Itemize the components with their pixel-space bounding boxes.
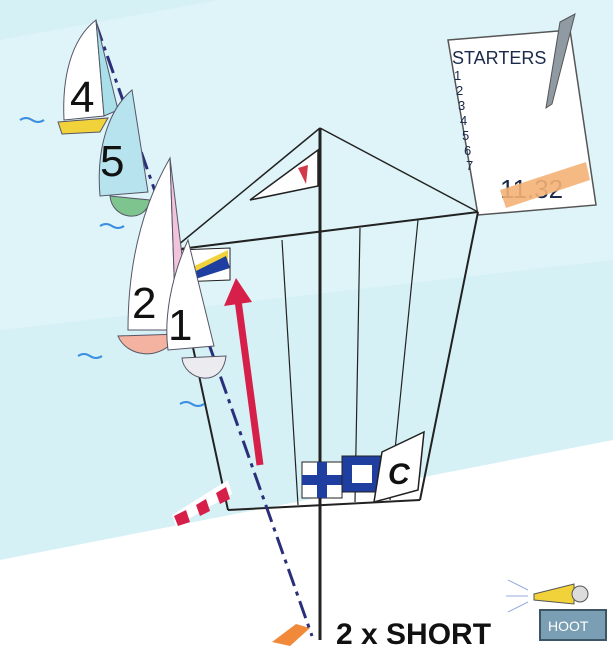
sheet-row-5: 5 [462, 128, 469, 143]
flag-c-letter: C [388, 458, 411, 491]
flag-cross-horizontal [302, 475, 342, 485]
sheet-title: STARTERS [452, 48, 546, 68]
sheet-row-3: 3 [458, 98, 465, 113]
sheet-row-4: 4 [460, 113, 467, 128]
sheet-row-7: 7 [466, 158, 473, 173]
sheet-row-6: 6 [464, 143, 471, 158]
sheet-row-1: 1 [454, 68, 461, 83]
boat-2-number: 2 [132, 279, 156, 328]
sheet-row-2: 2 [456, 83, 463, 98]
horn-valve [572, 586, 588, 602]
hoot-label: HOOT [548, 618, 589, 634]
flag-square-center [352, 465, 372, 483]
signal-text: 2 x SHORT [336, 618, 491, 648]
hoot-button[interactable]: HOOT [540, 610, 606, 640]
boat-4-number: 4 [70, 73, 94, 122]
boat-5-number: 5 [100, 137, 124, 186]
boat-1-number: 1 [168, 301, 192, 350]
